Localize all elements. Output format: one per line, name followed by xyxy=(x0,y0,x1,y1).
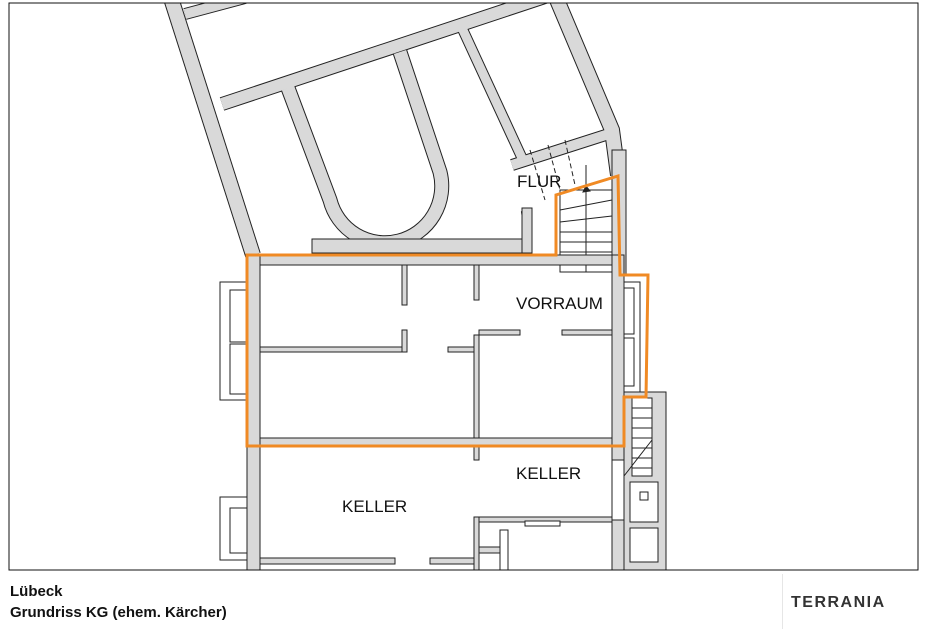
room-label-flur: FLUR xyxy=(517,172,561,191)
terrania-logo: TERRANIA xyxy=(791,594,886,611)
upper-walls xyxy=(164,3,626,258)
annex xyxy=(611,391,667,570)
room-label-vorraum: VORRAUM xyxy=(516,294,603,313)
room-label-keller-left: KELLER xyxy=(342,497,407,516)
base-wall-post xyxy=(521,207,533,254)
room-label-keller-right: KELLER xyxy=(516,464,581,483)
city-label: Lübeck xyxy=(10,583,63,600)
plan-frame xyxy=(8,2,919,571)
window-niches xyxy=(219,281,641,561)
base-wall xyxy=(311,238,531,254)
footer-divider xyxy=(782,574,783,629)
stair-direction-arrow-icon xyxy=(582,185,591,193)
highlighted-area-outline xyxy=(245,173,650,448)
plan-subtitle: Grundriss KG (ehem. Kärcher) xyxy=(10,604,227,621)
